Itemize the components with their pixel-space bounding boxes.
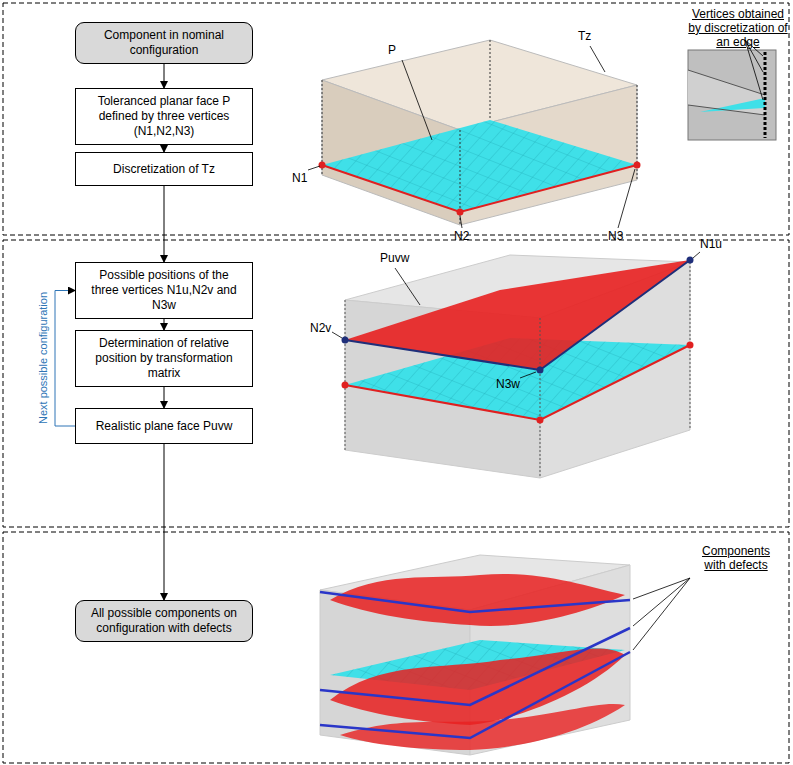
process-box: Discretization of Tz: [75, 152, 253, 186]
figure-label: N3: [608, 230, 623, 244]
flow-arrow: [164, 319, 165, 330]
flow-arrow: [164, 444, 165, 600]
edge-label: Next possible configuration: [37, 292, 49, 424]
node-text: Component in nominal configuration: [84, 28, 244, 58]
flow-arrow: [164, 64, 165, 88]
figure-label: N3w: [496, 378, 520, 392]
process-box: Determination of relative position by tr…: [75, 330, 253, 387]
figure-label: N2: [454, 230, 469, 244]
figure-label: Components with defects: [690, 545, 782, 573]
figure-label: N1u: [700, 238, 722, 252]
figure-label: Tz: [578, 30, 591, 44]
process-box: Toleranced planar face P defined by thre…: [75, 88, 253, 145]
node-text: Possible positions of the three vertices…: [84, 268, 244, 313]
figure-label: N2v: [310, 322, 331, 336]
flow-arrow: [164, 186, 165, 262]
terminal-box: Component in nominal configuration: [75, 22, 253, 64]
node-text: Toleranced planar face P defined by thre…: [84, 94, 244, 139]
feedback-arrow: [55, 291, 75, 427]
figure-label: Puvw: [380, 252, 409, 266]
node-text: All possible components on configuration…: [84, 606, 244, 636]
flow-arrow: [164, 387, 165, 408]
figure-label: N1: [292, 172, 307, 186]
node-text: Determination of relative position by tr…: [84, 336, 244, 381]
flow-arrow: [164, 145, 165, 152]
node-text: Discretization of Tz: [113, 162, 215, 177]
node-text: Realistic plane face Puvw: [96, 419, 233, 434]
figure-label: P: [388, 44, 396, 58]
process-box: Possible positions of the three vertices…: [75, 262, 253, 319]
process-box: Realistic plane face Puvw: [75, 408, 253, 444]
figure-label: Vertices obtained by discretization of a…: [688, 8, 788, 49]
terminal-box: All possible components on configuration…: [75, 600, 253, 642]
